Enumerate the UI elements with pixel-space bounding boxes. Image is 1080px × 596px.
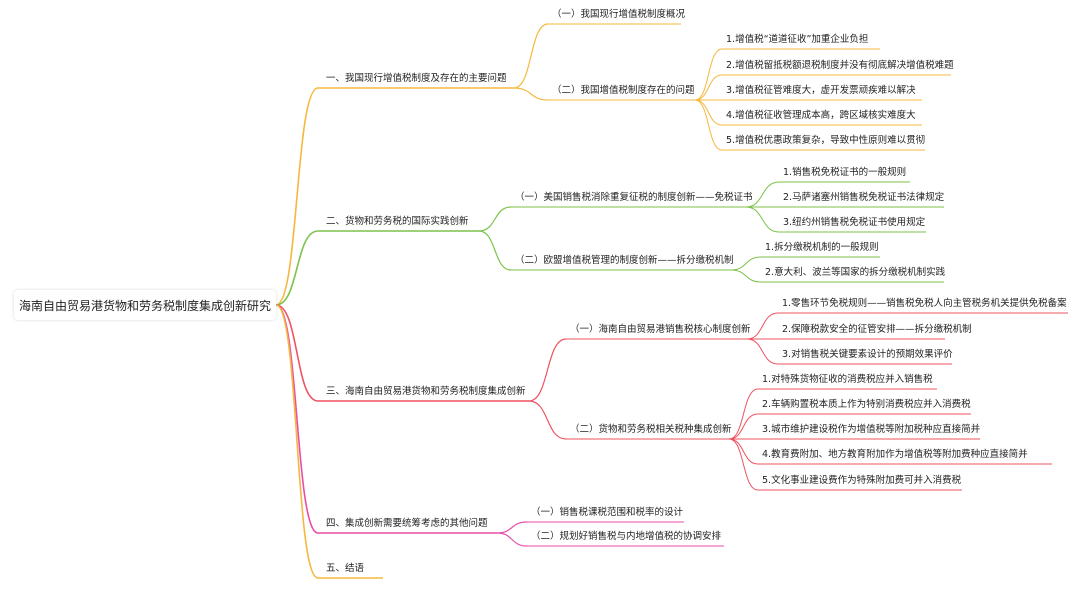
point-2-2-2-label[interactable]: 2.意大利、波兰等国家的拆分缴税机制实践 (765, 267, 946, 278)
connector-1-0 (478, 206, 512, 232)
point-2-2-1-label[interactable]: 1.拆分缴税机制的一般规则 (765, 242, 879, 253)
subtopic-3-1-label[interactable]: （一）海南自由贸易港销售税核心制度创新 (570, 324, 751, 335)
connector-0-1-3 (694, 99, 723, 126)
connector-1-0-2 (745, 206, 780, 233)
connector-2-0-0 (746, 312, 779, 340)
point-3-1-1-label[interactable]: 1.零售环节免税规则——销售税免税人向主管税务机关提供免税备案 (782, 298, 1067, 309)
point-3-1-2-label[interactable]: 2.保障税款安全的征管安排——拆分缴税机制 (782, 324, 972, 335)
point-3-2-2-label[interactable]: 2.车辆购置税本质上作为特别消费税应并入消费税 (762, 399, 971, 410)
connector-root-0 (275, 87, 319, 306)
point-2-1-1-label[interactable]: 1.销售税免税证书的一般规则 (783, 167, 907, 178)
point-1-2-3-label[interactable]: 3.增值税征管难度大，虚开发票顽疾难以解决 (726, 85, 916, 96)
connector-2-1-0 (728, 388, 759, 440)
connector-0-1-0 (694, 48, 723, 101)
point-3-2-5-label[interactable]: 5.文化事业建设费作为特殊附加费可并入消费税 (762, 475, 962, 486)
connector-2-1-1 (728, 413, 759, 440)
subtopic-2-2-label[interactable]: （二）欧盟增值税管理的制度创新——拆分缴税机制 (515, 255, 734, 266)
connector-root-4 (275, 304, 319, 579)
subtopic-4-1-label[interactable]: （一）销售税课税范围和税率的设计 (531, 507, 684, 518)
connector-2-1-4 (728, 438, 759, 491)
point-3-2-1-label[interactable]: 1.对特殊货物征收的消费税应并入销售税 (762, 374, 933, 385)
connector-0-1-1 (694, 74, 723, 101)
connector-root-3 (275, 304, 319, 534)
subtopic-1-1-label[interactable]: （一）我国现行增值税制度概况 (552, 9, 686, 20)
branch-4-label[interactable]: 四、集成创新需要统筹考虑的其他问题 (326, 518, 488, 529)
subtopic-2-1-label[interactable]: （一）美国销售税消除重复征税的制度创新——免税证书 (515, 192, 753, 203)
connector-3-0 (496, 521, 528, 534)
point-1-2-1-label[interactable]: 1.增值税“道道征收”加重企业负担 (726, 34, 869, 45)
root-node[interactable]: 海南自由贸易港货物和劳务税制度集成创新研究 (14, 290, 276, 320)
connector-root-2 (275, 304, 319, 402)
connector-root-1 (275, 230, 319, 306)
point-3-2-3-label[interactable]: 3.城市维护建设税作为增值税等附加税种应直接简并 (762, 424, 981, 435)
point-3-2-4-label[interactable]: 4.教育费附加、地方教育附加作为增值税等附加费种应直接简并 (762, 449, 1028, 460)
point-2-1-3-label[interactable]: 3.纽约州销售税免税证书使用规定 (783, 217, 926, 228)
connector-1-1-0 (730, 256, 762, 271)
connector-1-1 (478, 230, 512, 271)
connector-0-1-4 (694, 99, 723, 151)
connector-2-0-2 (746, 338, 779, 365)
branch-5-label[interactable]: 五、结语 (326, 563, 365, 574)
branch-1-label[interactable]: 一、我国现行增值税制度及存在的主要问题 (326, 73, 507, 84)
connector-1-0-0 (745, 181, 780, 208)
connector-2-1-3 (728, 438, 759, 465)
point-3-1-3-label[interactable]: 3.对销售税关键要素设计的预期效果评价 (782, 349, 953, 360)
point-1-2-2-label[interactable]: 2.增值税留抵税额退税制度并没有彻底解决增值税难题 (726, 60, 954, 71)
connector-0-0 (513, 23, 549, 89)
subtopic-3-2-label[interactable]: （二）货物和劳务税相关税种集成创新 (570, 424, 732, 435)
point-1-2-5-label[interactable]: 5.增值税优惠政策复杂，导致中性原则难以贯彻 (726, 135, 926, 146)
connector-2-1 (528, 400, 567, 440)
connector-1-1-1 (730, 269, 762, 283)
connector-0-1 (513, 87, 549, 101)
subtopic-4-2-label[interactable]: （二）规划好销售税与内地增值税的协调安排 (531, 531, 722, 542)
point-2-1-2-label[interactable]: 2.马萨诸塞州销售税免税证书法律规定 (783, 192, 945, 203)
point-1-2-4-label[interactable]: 4.增值税征收管理成本高，跨区域核实难度大 (726, 110, 916, 121)
branch-2-label[interactable]: 二、货物和劳务税的国际实践创新 (326, 216, 469, 227)
connector-2-0 (528, 338, 567, 402)
connector-3-1 (496, 532, 528, 547)
root-title: 海南自由贸易港货物和劳务税制度集成创新研究 (18, 298, 271, 313)
subtopic-1-2-label[interactable]: （二）我国增值税制度存在的问题 (552, 85, 695, 96)
branch-3-label[interactable]: 三、海南自由贸易港货物和劳务税制度集成创新 (326, 386, 526, 397)
